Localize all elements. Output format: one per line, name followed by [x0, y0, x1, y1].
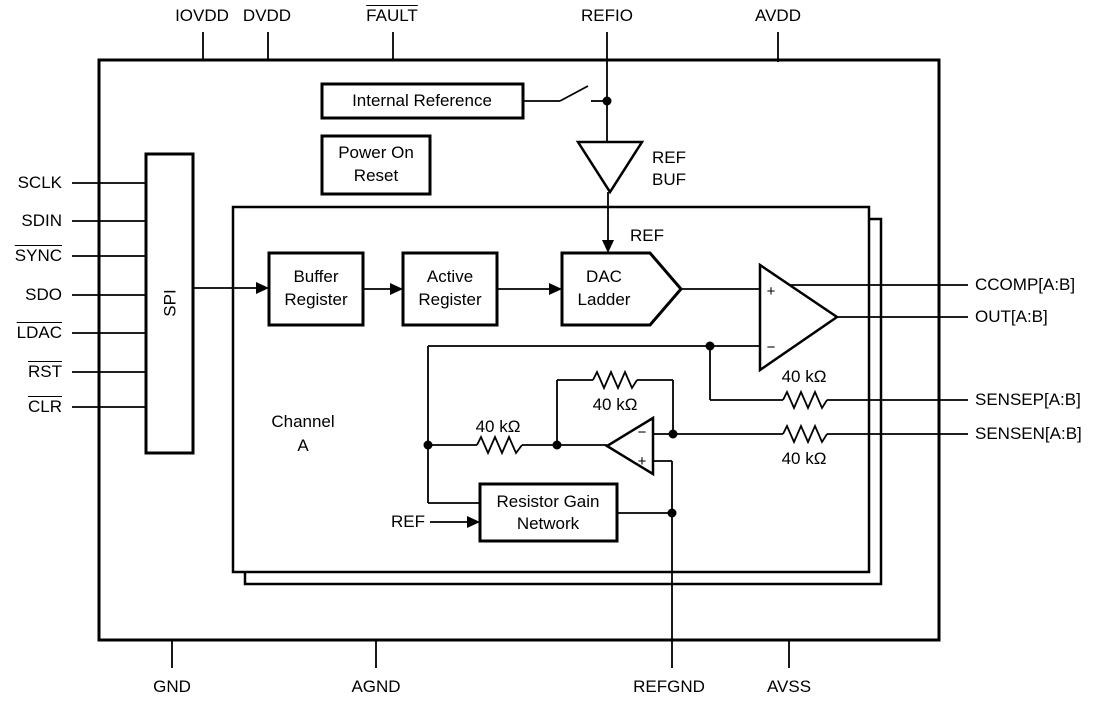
- internal-reference-box: [320, 82, 525, 120]
- pin-dvdd: DVDD: [242, 6, 292, 25]
- channel-label-2: A: [297, 436, 309, 455]
- pin-sensen: SENSEN[A:B]: [975, 424, 1082, 443]
- pin-ccomp: CCOMP[A:B]: [975, 275, 1076, 294]
- pin-gnd: GND: [153, 677, 191, 696]
- internal-reference-label: Internal Reference: [352, 91, 492, 110]
- arrowheads: [256, 240, 614, 528]
- dac-ladder-label-2: Ladder: [577, 290, 631, 309]
- wires: [72, 32, 968, 668]
- sense-amp-plus-sign: +: [637, 453, 647, 470]
- active-register-box: [401, 251, 499, 327]
- buffer-register-label-2: Register: [284, 290, 348, 309]
- pin-agnd: AGND: [351, 677, 401, 696]
- output-amp-minus-sign: −: [766, 339, 776, 356]
- pin-sclk: SCLK: [17, 173, 62, 192]
- resistor-gain-network-label-1: Resistor Gain: [496, 492, 600, 511]
- pin-iovdd: IOVDD: [175, 6, 229, 25]
- resistor-input: [476, 434, 523, 456]
- pin-sync: SYNC: [14, 246, 62, 265]
- pin-refio: REFIO: [581, 6, 633, 25]
- chip-outline: [97, 58, 941, 642]
- power-on-reset-box: [320, 134, 432, 196]
- ref-buf-label-1: REF: [652, 148, 686, 167]
- resistor-value-sensen: 40 kΩ: [781, 449, 827, 468]
- ref-buf-triangle: [575, 140, 645, 195]
- resistors: [476, 369, 828, 456]
- pin-clr: CLR: [27, 397, 62, 416]
- sense-amp-triangle: [604, 415, 655, 477]
- resistor-feedback: [592, 369, 638, 391]
- resistor-gain-network-box: [478, 482, 619, 543]
- power-on-reset-label-1: Power On: [338, 143, 414, 162]
- active-register-label-1: Active: [426, 267, 474, 286]
- ref-buf-label-2: BUF: [652, 170, 686, 189]
- pin-sdin: SDIN: [21, 211, 62, 230]
- pin-rst: RST: [28, 362, 62, 381]
- pin-sdo: SDO: [25, 285, 62, 304]
- dac-ladder-label-1: DAC: [586, 267, 622, 286]
- ref-label-rgn: REF: [391, 512, 425, 531]
- buffer-register-label-1: Buffer: [293, 267, 339, 286]
- pin-out: OUT[A:B]: [975, 307, 1048, 326]
- spi-label: SPI: [160, 289, 180, 317]
- resistor-value-input: 40 kΩ: [475, 417, 521, 436]
- ref-label-dac: REF: [630, 226, 664, 245]
- resistor-value-feedback: 40 kΩ: [592, 395, 638, 414]
- pin-sensep: SENSEP[A:B]: [975, 390, 1081, 409]
- sense-amp-minus-sign: −: [637, 424, 647, 441]
- buffer-register-box: [267, 251, 365, 327]
- spi-box: [144, 152, 195, 455]
- junction-dots: [423, 96, 715, 518]
- active-register-label-2: Register: [418, 290, 482, 309]
- pin-avss: AVSS: [766, 677, 812, 696]
- pin-ldac: LDAC: [16, 323, 62, 342]
- output-amp-triangle: [758, 262, 840, 373]
- resistor-sensen: [782, 423, 828, 445]
- resistor-value-sensep: 40 kΩ: [781, 367, 827, 386]
- channel-label-1: Channel: [271, 412, 335, 431]
- output-amp-plus-sign: +: [766, 283, 776, 300]
- resistor-gain-network-label-2: Network: [516, 514, 580, 533]
- pin-avdd: AVDD: [755, 6, 801, 25]
- resistor-sensep: [782, 389, 828, 411]
- power-on-reset-label-2: Reset: [353, 166, 399, 185]
- pin-refgnd: REFGND: [633, 677, 705, 696]
- pin-fault: FAULT: [366, 6, 418, 25]
- dac-ladder-shape: [560, 251, 683, 327]
